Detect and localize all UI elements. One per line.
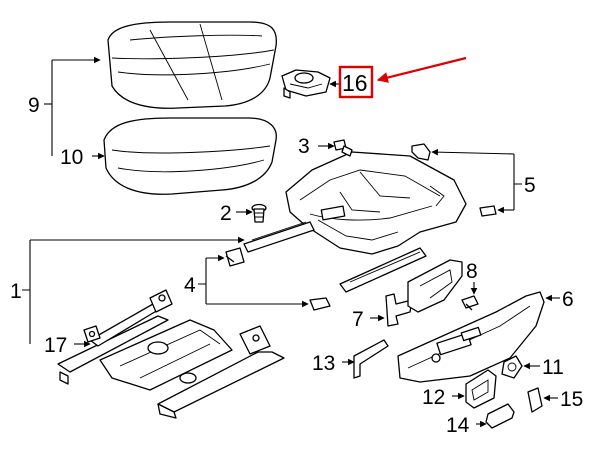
callout-13: 13 [312, 352, 335, 375]
callout-11: 11 [542, 356, 564, 379]
bracket-part [385, 293, 413, 327]
trim-strip-part [353, 339, 389, 379]
seat-frame-part [243, 139, 467, 293]
seat-cushion-pad-part [103, 117, 277, 195]
inner-shield-part [407, 259, 479, 313]
knob-part [501, 355, 523, 379]
bolt-part [251, 203, 267, 223]
callout-9: 9 [28, 94, 40, 117]
seat-cushion-cover-part [107, 21, 278, 109]
clip-parts-4 [225, 247, 331, 311]
seat-track-assembly-part [57, 289, 285, 419]
highlight-box [338, 65, 374, 99]
cap-part [527, 387, 543, 413]
callout-10: 10 [60, 146, 83, 169]
switch-part [465, 369, 497, 409]
callout-6: 6 [562, 288, 574, 311]
callout-1: 1 [10, 280, 22, 303]
highlight-arrow [376, 56, 467, 83]
callout-17: 17 [44, 334, 67, 357]
callout-7: 7 [352, 308, 364, 331]
seat-module-part [281, 69, 331, 99]
callout-12: 12 [422, 386, 445, 409]
callout-8: 8 [466, 260, 478, 283]
callout-14: 14 [446, 414, 470, 437]
leader-lines [22, 56, 560, 428]
outer-side-shield-part [397, 291, 545, 383]
callout-16: 16 [342, 70, 368, 96]
callout-5: 5 [524, 174, 536, 197]
callout-4: 4 [184, 274, 196, 297]
callout-3: 3 [298, 135, 310, 158]
clip-parts [411, 143, 497, 217]
callout-2: 2 [220, 202, 232, 225]
cover-part [485, 403, 515, 429]
callout-labels: 9 10 16 3 2 5 1 4 8 6 7 17 13 11 12 15 1… [10, 70, 583, 437]
callout-15: 15 [560, 388, 583, 411]
